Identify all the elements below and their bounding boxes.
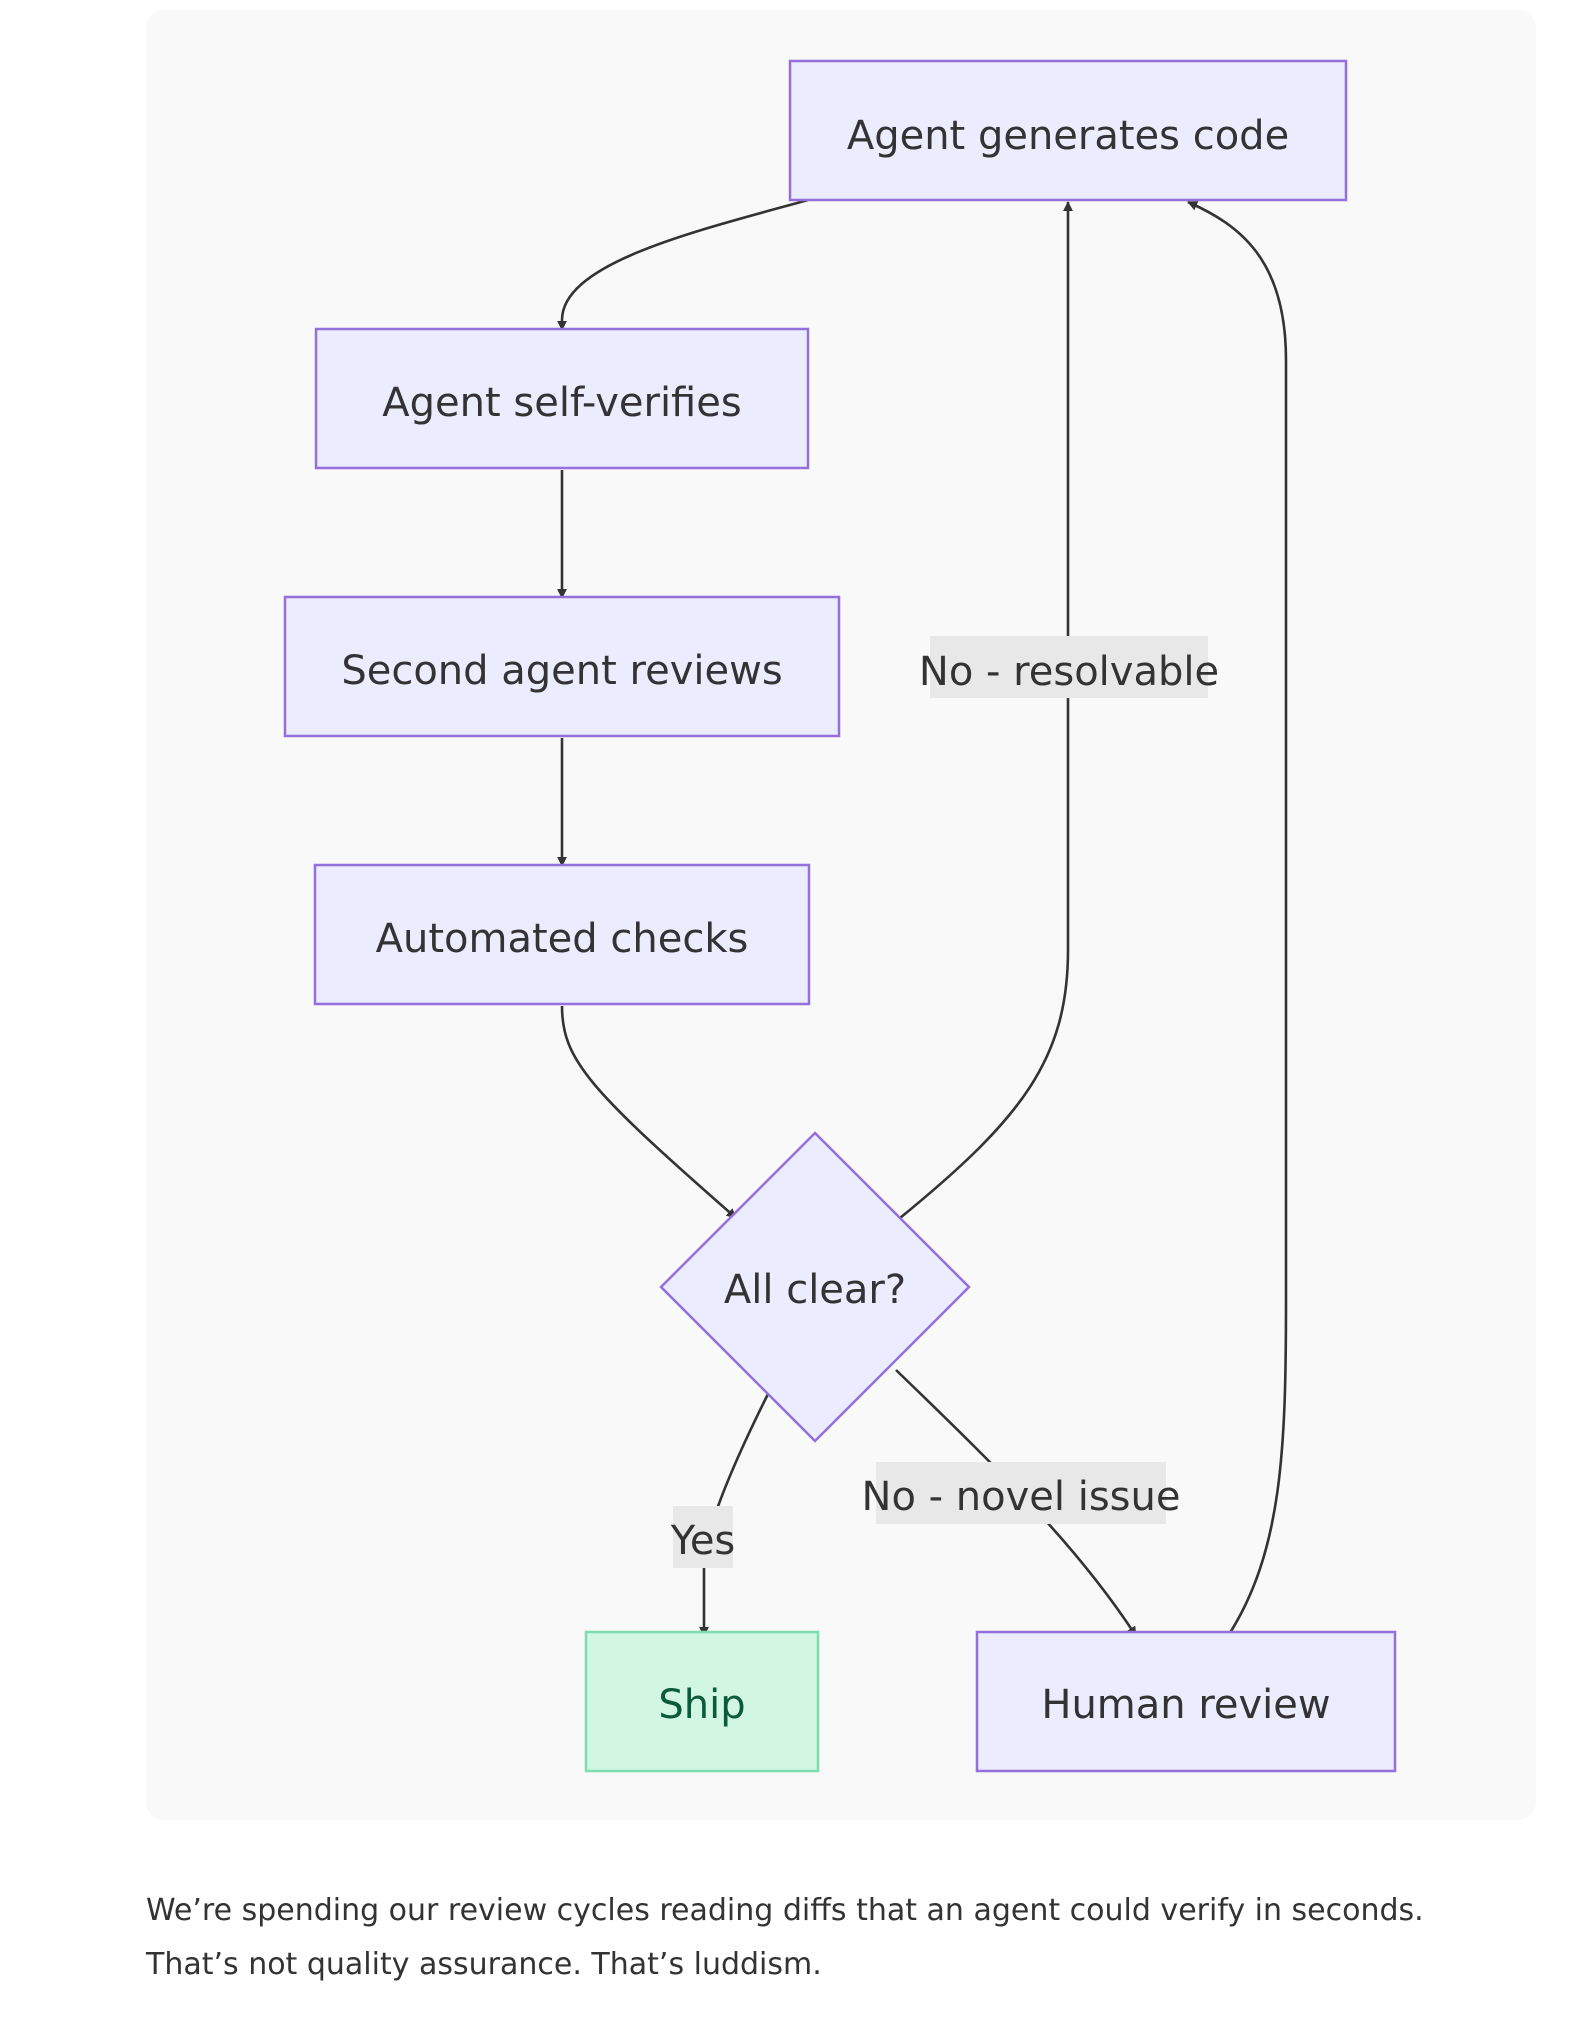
edge-human-to-generate <box>1187 200 1288 1637</box>
node-automated-checks: Automated checks <box>313 863 811 1006</box>
edge-label-yes: Yes <box>670 1506 736 1568</box>
svg-text:All clear?: All clear? <box>724 1267 906 1313</box>
node-agent-self-verifies: Agent self-verifies <box>314 327 810 470</box>
node-second-agent-reviews: Second agent reviews <box>283 595 841 738</box>
svg-text:Agent self-verifies: Agent self-verifies <box>382 380 741 426</box>
svg-text:Ship: Ship <box>658 1682 745 1728</box>
node-all-clear-decision: All clear? <box>659 1131 971 1443</box>
svg-text:Agent generates code: Agent generates code <box>847 113 1289 159</box>
svg-text:Yes: Yes <box>670 1518 736 1564</box>
node-agent-generates-code: Agent generates code <box>788 59 1348 202</box>
node-ship: Ship <box>584 1630 820 1773</box>
edge-label-no-resolvable: No - resolvable <box>919 636 1219 698</box>
svg-text:No - resolvable: No - resolvable <box>919 649 1219 695</box>
edge-automated-to-decision <box>560 1005 737 1219</box>
node-human-review: Human review <box>975 1630 1397 1773</box>
edge-no-resolvable <box>899 201 1073 1220</box>
body-paragraph: We’re spending our review cycles reading… <box>146 1893 1424 1982</box>
edge-label-no-novel-issue: No - novel issue <box>862 1462 1181 1524</box>
svg-text:Human review: Human review <box>1041 1682 1330 1728</box>
svg-text:No - novel issue: No - novel issue <box>862 1474 1181 1520</box>
edge-generate-to-self-verify <box>557 198 809 331</box>
svg-text:Automated checks: Automated checks <box>376 916 749 962</box>
svg-text:Second agent reviews: Second agent reviews <box>341 648 782 694</box>
